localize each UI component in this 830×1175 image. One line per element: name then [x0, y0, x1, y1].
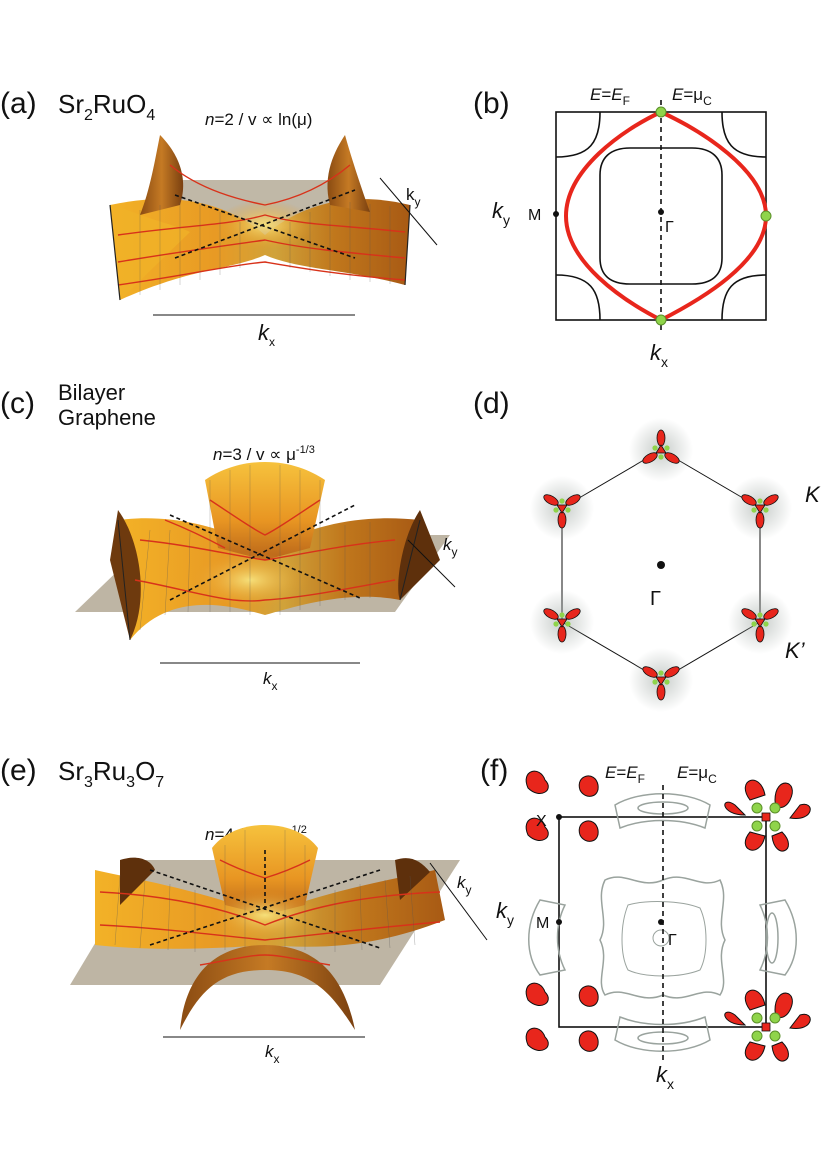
surface-saddle-icon [109, 135, 411, 301]
hotspot-lobe-icons [530, 418, 792, 712]
green-dot [655, 106, 667, 118]
panel-b-kx: kx [650, 340, 668, 370]
panel-e-kx: kx [265, 1042, 280, 1066]
panel-d-gamma: Γ [650, 588, 661, 610]
panel-f-e-ef: E=EF [605, 763, 645, 786]
panel-d-Kprime: K’ [785, 638, 806, 663]
panel-f-kx: kx [656, 1062, 674, 1092]
surface-saddle-icon [75, 462, 450, 641]
panel-c-material-2: Graphene [58, 405, 156, 430]
panel-a-ky: ky [406, 185, 421, 209]
brillouin-zone-square [555, 111, 767, 321]
panel-a-letter: (a) [0, 87, 37, 120]
green-dot [655, 314, 667, 326]
green-dot [760, 210, 772, 222]
panel-b-M: M [528, 207, 541, 224]
panel-c-kx: kx [263, 669, 278, 693]
panel-e: (e) Sr3Ru3O7 n=4 / v ∝ μ-1/2 [0, 754, 488, 1066]
panel-f-letter: (f) [480, 754, 508, 787]
red-fermi-contour [563, 109, 769, 323]
panel-a-equation: n=2 / v ∝ ln(μ) [205, 110, 312, 129]
surface-saddle-icon [70, 825, 460, 1030]
panel-a-kx: kx [258, 320, 275, 349]
panel-c-letter: (c) [0, 387, 35, 420]
panel-b-gamma: Γ [665, 219, 674, 236]
panel-f-X: X [536, 813, 547, 830]
panel-f-M: M [536, 915, 549, 932]
panel-f-gamma: Γ [668, 932, 677, 949]
panel-e-ky: ky [457, 873, 472, 897]
panel-b-letter: (b) [473, 87, 510, 120]
panel-c-ky: ky [443, 535, 458, 559]
panel-d-K: K [805, 482, 821, 507]
panel-b: (b) E=EF E=μC Γ M ky kx [473, 85, 772, 370]
panel-f-ky: ky [496, 898, 514, 928]
panel-d-letter: (d) [473, 387, 510, 420]
panel-d: (d) [473, 387, 821, 712]
panel-c-material-1: Bilayer [58, 380, 125, 405]
hotspot-lobe-icons [525, 770, 811, 1062]
panel-a: (a) Sr2RuO4 n=2 / v ∝ ln(μ) [0, 87, 438, 349]
panel-f-e-mu: E=μC [677, 763, 717, 786]
panel-b-e-ef: E=EF [590, 85, 630, 108]
panel-c-equation: n=3 / v ∝ μ-1/3 [213, 444, 315, 464]
fermi-contour-icon [555, 111, 767, 321]
panel-b-ky: ky [492, 198, 510, 228]
panel-e-material: Sr3Ru3O7 [58, 756, 164, 791]
panel-c: (c) Bilayer Graphene n=3 / v ∝ μ-1/3 [0, 380, 458, 693]
panel-f: (f) E=EF E=μC [480, 754, 811, 1092]
panel-b-e-mu: E=μC [672, 85, 712, 108]
panel-e-letter: (e) [0, 754, 37, 787]
panel-a-material: Sr2RuO4 [58, 89, 155, 124]
